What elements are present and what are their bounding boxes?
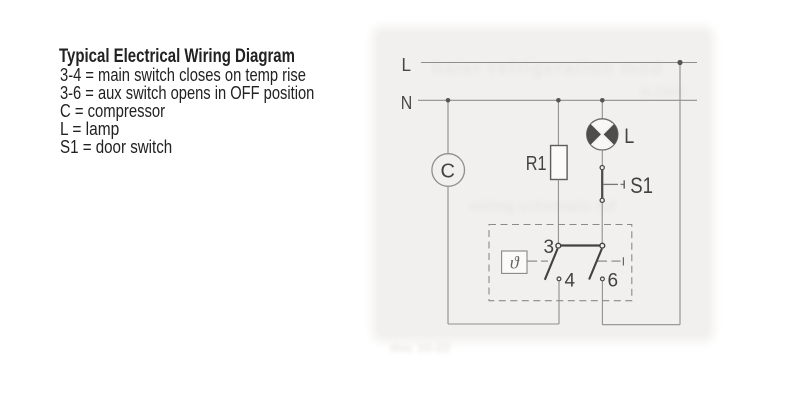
svg-text:ϑ: ϑ [510,253,520,273]
svg-text:C: C [441,161,455,183]
svg-text:4: 4 [565,271,576,292]
svg-text:N: N [401,93,413,113]
svg-text:R1: R1 [526,152,547,175]
svg-text:L: L [624,124,634,148]
svg-text:L: L [402,55,412,75]
svg-text:S1: S1 [630,173,653,198]
svg-text:3: 3 [544,237,555,258]
svg-text:6: 6 [608,271,619,292]
